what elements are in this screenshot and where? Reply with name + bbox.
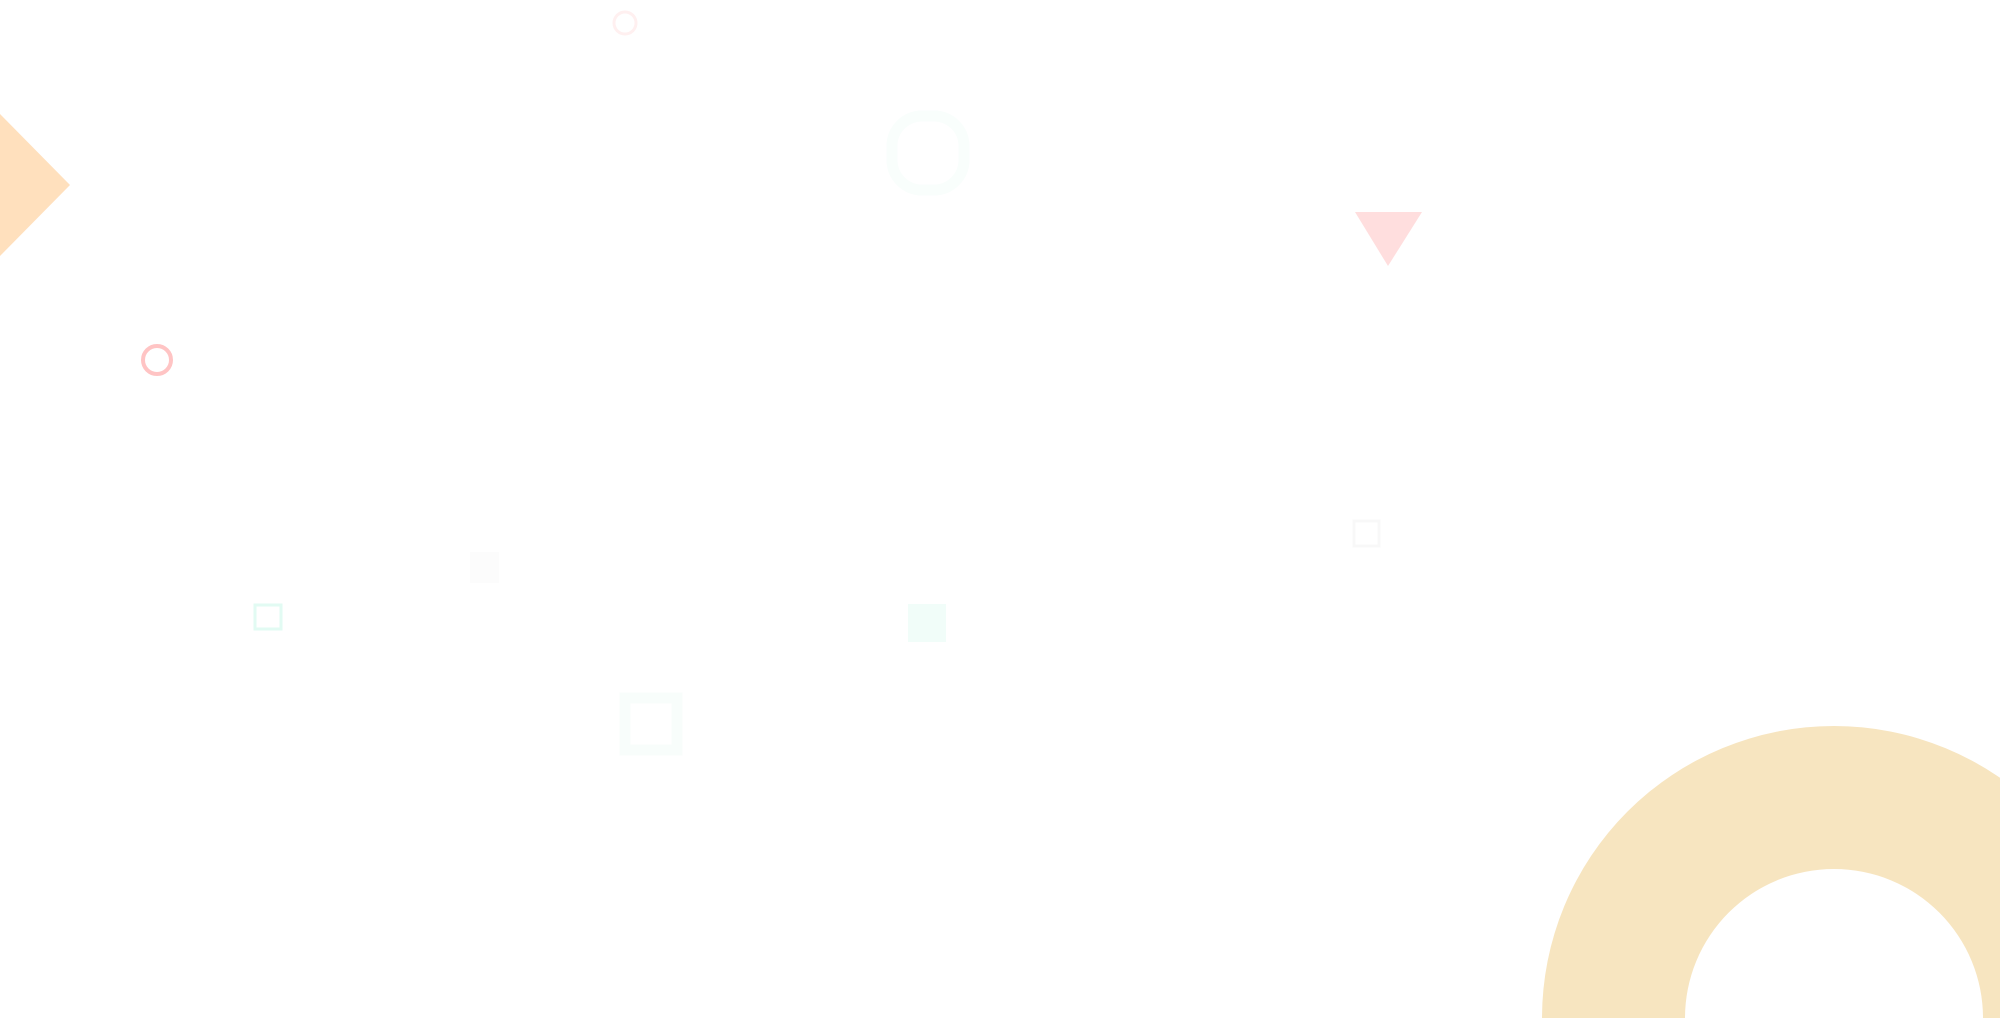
- faint-mint-square-outline: [619, 692, 683, 756]
- pink-ring-shape: [141, 344, 173, 376]
- faint-mint-rounded-ring-shape: [886, 110, 970, 196]
- pink-triangle-shape: [1355, 212, 1422, 266]
- orange-diamond-shape: [0, 114, 70, 256]
- faint-gray-square-outline: [1352, 519, 1381, 548]
- big-beige-ring-shape: [1542, 726, 2000, 1018]
- mint-square-outline: [253, 603, 283, 631]
- mint-square-fill: [908, 604, 946, 642]
- small-pink-ring-shape: [612, 10, 638, 36]
- faint-gray-square-fill: [470, 552, 499, 583]
